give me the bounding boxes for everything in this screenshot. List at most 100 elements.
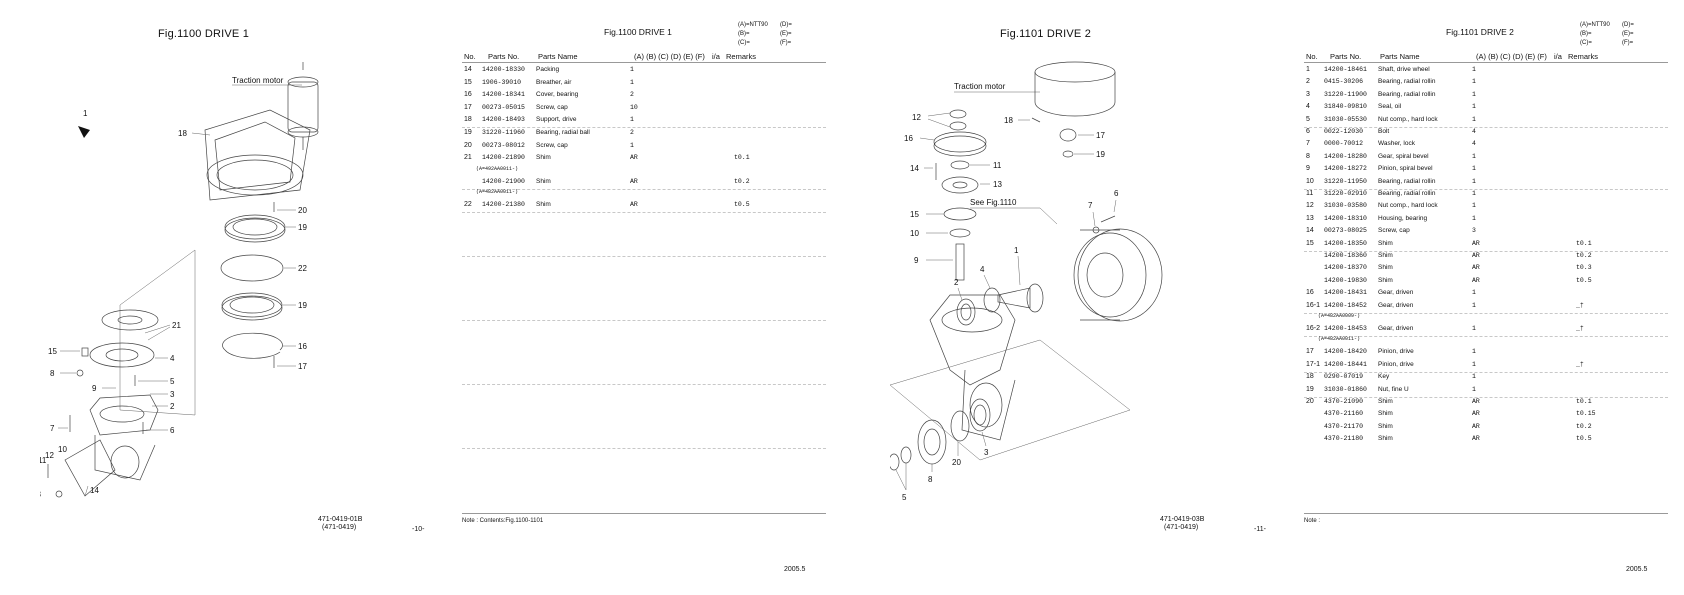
row-parts-no: 14200-18280: [1324, 152, 1367, 160]
drive1-exploded-diagram: 1 Traction motor 18 20 19 22 19 16 17 21: [40, 62, 319, 499]
row-parts-name: Nut comp., hard lock: [1378, 202, 1438, 210]
row-qty: 2: [630, 91, 634, 99]
svg-text:4: 4: [170, 354, 175, 363]
doc-number-1: 471-0419-01B: [318, 516, 363, 523]
row-parts-no: 4370-21090: [1324, 398, 1364, 405]
row-parts-name: Housing, bearing: [1378, 214, 1428, 222]
row-parts-no: 0290-07019: [1324, 373, 1364, 381]
row-parts-no: 14200-18330: [482, 66, 525, 73]
row-parts-no: 14200-18431: [1324, 289, 1367, 297]
svg-text:5: 5: [902, 493, 907, 502]
row-no: 17: [1306, 348, 1314, 356]
row-remarks: t0.5: [1576, 276, 1592, 284]
row-qty: AR: [1472, 410, 1480, 418]
row-qty: 3: [1472, 227, 1476, 235]
row-parts-name: Washer, lock: [1378, 140, 1415, 148]
row-qty: AR: [1472, 264, 1480, 272]
col2-no: No.: [1306, 52, 1318, 61]
row-parts-no: 00273-05015: [482, 103, 525, 111]
row-qty: 1: [630, 141, 634, 149]
row-qty: 1: [630, 78, 634, 86]
row-parts-no: 31220-11960: [482, 129, 525, 136]
row-parts-no: 31030-05530: [1324, 115, 1367, 123]
col-no: No.: [464, 52, 476, 61]
svg-text:6: 6: [170, 426, 175, 435]
svg-text:20: 20: [298, 206, 307, 215]
page-number-1: -10-: [412, 526, 425, 533]
row-divider: [1304, 250, 1668, 252]
fig1100-drawing-title: Fig.1100 DRIVE 1: [158, 28, 250, 40]
row-parts-no: 14200-18350: [1324, 239, 1367, 247]
row-divider: [462, 212, 826, 214]
svg-text:20: 20: [952, 458, 961, 467]
row-parts-no: 00273-08012: [482, 141, 525, 149]
row-qty: AR: [1472, 435, 1480, 443]
row-parts-no: 4370-21160: [1324, 410, 1364, 418]
row-qty: 1: [1472, 190, 1476, 197]
row-parts-no: 0000-70012: [1324, 140, 1364, 148]
row-remarks: _†: [1576, 360, 1584, 368]
row-qty: AR: [1472, 398, 1480, 405]
row-no: 10: [1306, 177, 1314, 185]
row-parts-name: Shim: [1378, 276, 1393, 284]
row-no: 16: [1306, 289, 1314, 297]
view-mark-label: 1: [83, 109, 88, 118]
row-parts-no: 14200-18441: [1324, 360, 1367, 368]
row-parts-name: Bearing, radial ball: [536, 129, 590, 136]
svg-text:12: 12: [45, 451, 54, 460]
row-no: 16: [464, 91, 472, 99]
row-parts-name: Screw, cap: [536, 141, 568, 149]
svg-text:8: 8: [928, 475, 933, 484]
svg-text:4: 4: [980, 265, 985, 274]
row-parts-no: 14200-19830: [1324, 276, 1367, 284]
row-divider: [1304, 312, 1668, 314]
row-qty: 1: [1472, 152, 1476, 160]
svg-text:14: 14: [90, 486, 99, 495]
row-qty: 1: [1472, 103, 1476, 111]
row-parts-no: 14200-18272: [1324, 165, 1367, 173]
row-parts-name: Bolt: [1378, 128, 1390, 135]
row-no: 19: [1306, 385, 1314, 393]
row-remarks: t0.2: [734, 177, 750, 185]
svg-text:6: 6: [1114, 189, 1119, 198]
variant-f: (F)=: [780, 40, 792, 46]
row-parts-name: Nut, fine U: [1378, 385, 1409, 393]
row-no: 4: [1306, 103, 1310, 111]
row-parts-name: Pinion, drive: [1378, 348, 1414, 356]
svg-text:11: 11: [993, 161, 1002, 170]
table2-note: Note :: [1304, 518, 1321, 524]
row-parts-no: 14200-18341: [482, 91, 525, 99]
variant-e: (E)=: [780, 31, 792, 37]
row-qty: 1: [1472, 289, 1476, 297]
row-parts-no: 14200-18360: [1324, 252, 1367, 259]
row-parts-name: Gear, spiral bevel: [1378, 152, 1429, 160]
row-parts-no: 31840-09810: [1324, 103, 1367, 111]
svg-text:18: 18: [1004, 116, 1013, 125]
row-parts-no: 14200-18452: [1324, 301, 1367, 309]
row-qty: 4: [1472, 128, 1476, 135]
row-qty: 1: [1472, 385, 1476, 393]
row-divider: [462, 188, 826, 190]
traction-motor-label-2: Traction motor: [954, 82, 1006, 91]
row-parts-no: 31030-03580: [1324, 202, 1367, 210]
row-no: 16-2: [1306, 325, 1321, 332]
row-parts-name: Bearing, radial rollin: [1378, 177, 1436, 185]
row-qty: 1: [1472, 90, 1476, 98]
svg-text:5: 5: [170, 377, 175, 386]
date-2: 2005.5: [1626, 566, 1648, 573]
fig1101-table-title: Fig.1101 DRIVE 2: [1446, 27, 1514, 37]
